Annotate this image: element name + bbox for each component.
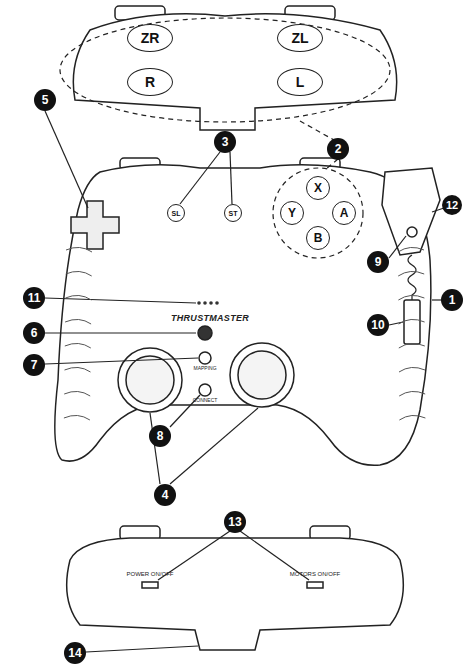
callout-number: 10 bbox=[367, 314, 389, 336]
callout-number: 5 bbox=[34, 89, 56, 111]
shoulder-button: ZR bbox=[127, 24, 173, 52]
callout-number: 9 bbox=[367, 251, 389, 273]
callout-text: 13 bbox=[228, 516, 241, 528]
callout-number: 14 bbox=[64, 642, 86, 664]
callout-number: 2 bbox=[327, 138, 349, 160]
gamepad-button: A bbox=[332, 201, 356, 225]
button-caption: MAPPING bbox=[193, 366, 216, 371]
callout-text: 2 bbox=[335, 143, 342, 155]
callout-number: 4 bbox=[154, 484, 176, 506]
switch-label: MOTORS ON/OFF bbox=[290, 571, 341, 577]
callout-number: 12 bbox=[442, 195, 462, 215]
shoulder-button: L bbox=[277, 68, 323, 96]
callout-text: 10 bbox=[371, 319, 384, 331]
button-caption: CONNECT bbox=[193, 398, 218, 403]
callout-number: 3 bbox=[214, 131, 236, 153]
gamepad-button: Y bbox=[280, 201, 304, 225]
shoulder-button: ZL bbox=[277, 24, 323, 52]
gamepad-button: B bbox=[306, 226, 330, 250]
gamepad-button: SL bbox=[167, 204, 185, 222]
switch-label: POWER ON/OFF bbox=[127, 571, 174, 577]
callout-text: 3 bbox=[222, 136, 229, 148]
callout-number: 13 bbox=[224, 511, 246, 533]
callout-text: 5 bbox=[42, 94, 49, 106]
callout-text: 4 bbox=[162, 489, 169, 501]
callout-text: 11 bbox=[28, 292, 41, 304]
button-label: ZL bbox=[291, 31, 308, 45]
button-label: ST bbox=[229, 210, 238, 217]
button-label: B bbox=[314, 232, 323, 244]
callout-text: 12 bbox=[446, 200, 458, 211]
callout-text: 6 bbox=[31, 327, 38, 339]
callout-number: 1 bbox=[441, 289, 463, 311]
button-label: ZR bbox=[141, 31, 160, 45]
button-label: Y bbox=[288, 207, 296, 219]
callout-text: 14 bbox=[68, 647, 81, 659]
callout-text: 1 bbox=[449, 294, 456, 306]
callout-text: 8 bbox=[157, 430, 164, 442]
callout-number: 11 bbox=[23, 287, 45, 309]
callout-text: 9 bbox=[375, 256, 382, 268]
callout-number: 6 bbox=[23, 322, 45, 344]
button-label: X bbox=[314, 182, 322, 194]
callout-number: 7 bbox=[23, 354, 45, 376]
button-label: L bbox=[296, 75, 305, 89]
button-label: A bbox=[340, 207, 349, 219]
gamepad-button: X bbox=[306, 176, 330, 200]
callout-text: 7 bbox=[31, 359, 38, 371]
brand-logo: THRUSTMASTER bbox=[171, 314, 249, 323]
button-label: R bbox=[145, 75, 155, 89]
gamepad-button: ST bbox=[224, 204, 242, 222]
callout-number: 8 bbox=[149, 425, 171, 447]
shoulder-button: R bbox=[127, 68, 173, 96]
button-label: SL bbox=[172, 210, 181, 217]
